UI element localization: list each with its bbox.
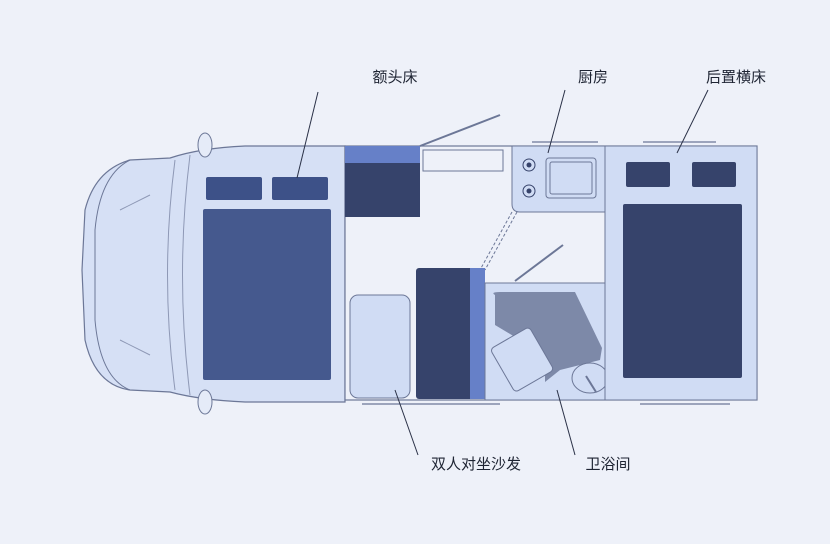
rear-bed-mattress — [623, 204, 742, 378]
sofa-backrest — [470, 268, 485, 399]
cab — [81, 132, 346, 415]
kitchen-unit — [479, 145, 606, 271]
sofa-seat — [349, 294, 411, 399]
mirror-left — [197, 132, 213, 158]
mirror-right — [197, 389, 213, 415]
leader-lines — [296, 89, 709, 456]
overcab-bed-mattress — [203, 209, 331, 380]
label-sofa: 双人对坐沙发 — [430, 455, 522, 473]
overcab-pillow — [272, 177, 328, 200]
rear-pillow — [692, 162, 736, 187]
label-bathroom: 卫浴间 — [585, 455, 631, 473]
sofa-seat-dark — [416, 268, 485, 399]
cabinet-top — [345, 146, 420, 163]
overcab-pillow — [206, 177, 262, 200]
bathroom-unit — [484, 244, 609, 401]
label-overcab-bed: 额头床 — [372, 68, 418, 86]
label-kitchen: 厨房 — [577, 68, 609, 86]
rear-pillow — [626, 162, 670, 187]
label-rear-bed: 后置横床 — [705, 68, 767, 86]
